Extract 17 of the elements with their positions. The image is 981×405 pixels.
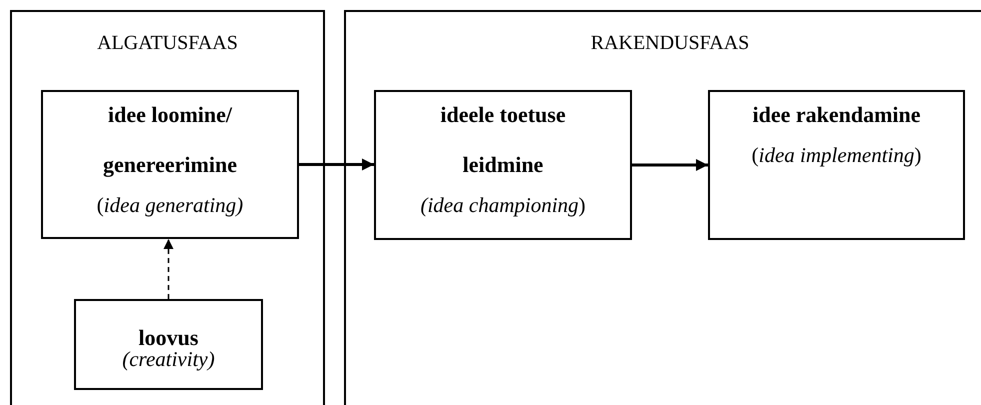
stage-title: idee rakendamine [751,101,922,129]
arrow [299,158,374,170]
phase-panel [10,10,325,405]
stage-translation: (idea championing) [419,192,587,219]
stage-title: ideele toetuse leidmine [439,101,567,179]
stage-box [374,90,632,240]
stage-title: idee loomine/ genereerimine [102,101,238,179]
phase-panel [344,10,981,405]
stage-box [74,299,263,390]
stage-translation: (idea implementing) [750,142,922,169]
arrow [164,239,174,299]
arrow [632,159,708,171]
phase-heading: ALGATUSFAAS [96,32,239,55]
stage-box [41,90,299,239]
stage-box [708,90,965,240]
phase-heading: RAKENDUSFAAS [590,32,750,55]
stage-translation: (idea generating) [96,192,244,219]
